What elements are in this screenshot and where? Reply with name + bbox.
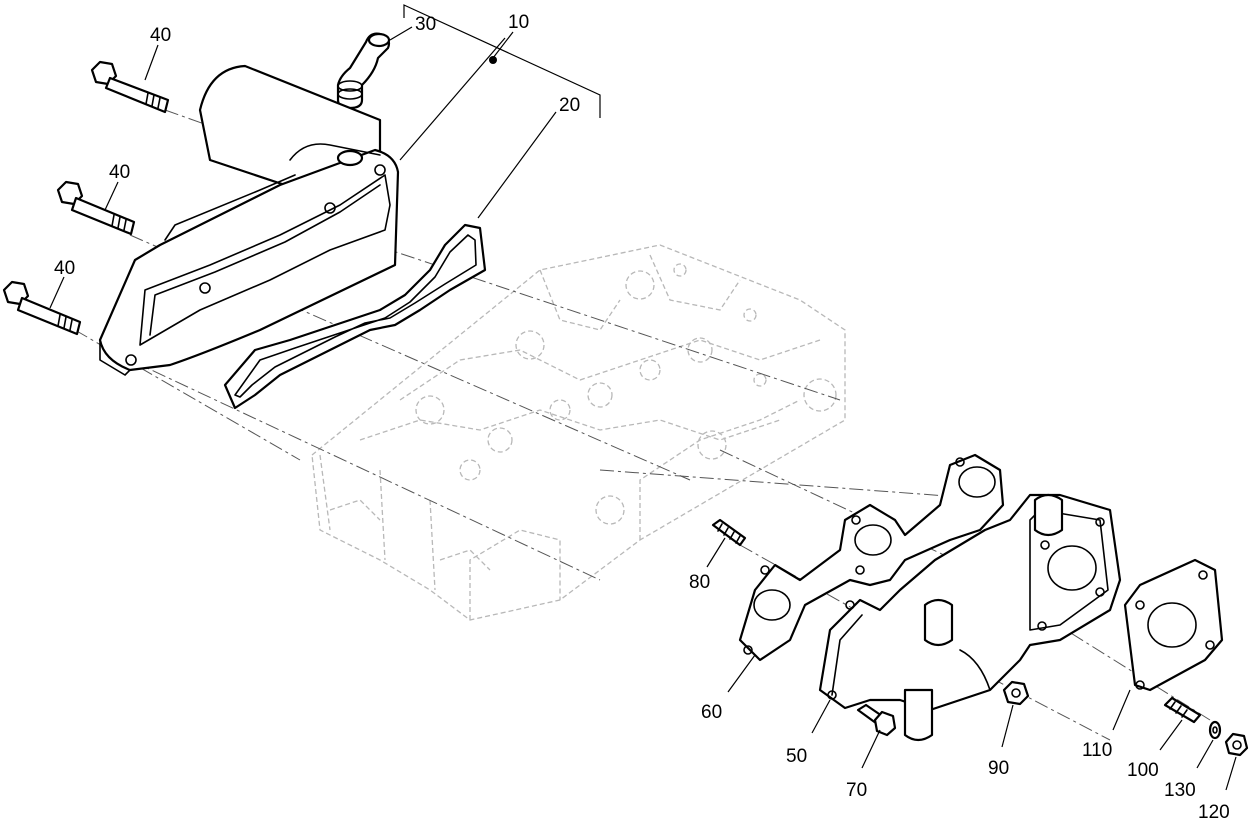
callout-60: 60 <box>701 702 722 723</box>
thermostat-housing-10 <box>98 64 400 376</box>
washer-130 <box>1208 720 1222 740</box>
callout-70: 70 <box>846 780 867 801</box>
callout-10: 10 <box>508 12 529 33</box>
callout-40-bottom: 40 <box>54 258 75 279</box>
callout-40-top: 40 <box>150 25 171 46</box>
callout-130: 130 <box>1164 780 1196 801</box>
callout-30: 30 <box>415 14 436 35</box>
stud-80 <box>711 518 747 547</box>
nut-120 <box>1224 732 1249 757</box>
elbow-fitting-30 <box>336 32 391 110</box>
bolt-70 <box>856 703 897 737</box>
callout-50: 50 <box>786 746 807 767</box>
callout-90: 90 <box>988 758 1009 779</box>
leader-lines <box>49 4 1237 791</box>
stud-100 <box>1163 696 1202 724</box>
gasket-20 <box>223 223 487 410</box>
flange-gasket-110 <box>1123 558 1224 692</box>
bolt-40-middle <box>56 180 136 236</box>
bolt-40-top <box>90 60 170 114</box>
callout-40-middle: 40 <box>109 162 130 183</box>
callout-110: 110 <box>1082 740 1112 761</box>
callout-labels: 10 20 30 40 40 40 50 60 70 80 90 100 110… <box>54 12 1230 823</box>
cylinder-head-ghost <box>311 244 846 621</box>
callout-100: 100 <box>1127 760 1159 781</box>
manifold-body-50 <box>818 493 1122 742</box>
bolt-40-bottom <box>2 280 82 336</box>
callout-80: 80 <box>689 572 710 593</box>
callout-120: 120 <box>1198 802 1230 823</box>
nut-90 <box>1002 680 1030 706</box>
manifold-gasket-60 <box>738 453 1005 662</box>
callout-20: 20 <box>559 95 580 116</box>
